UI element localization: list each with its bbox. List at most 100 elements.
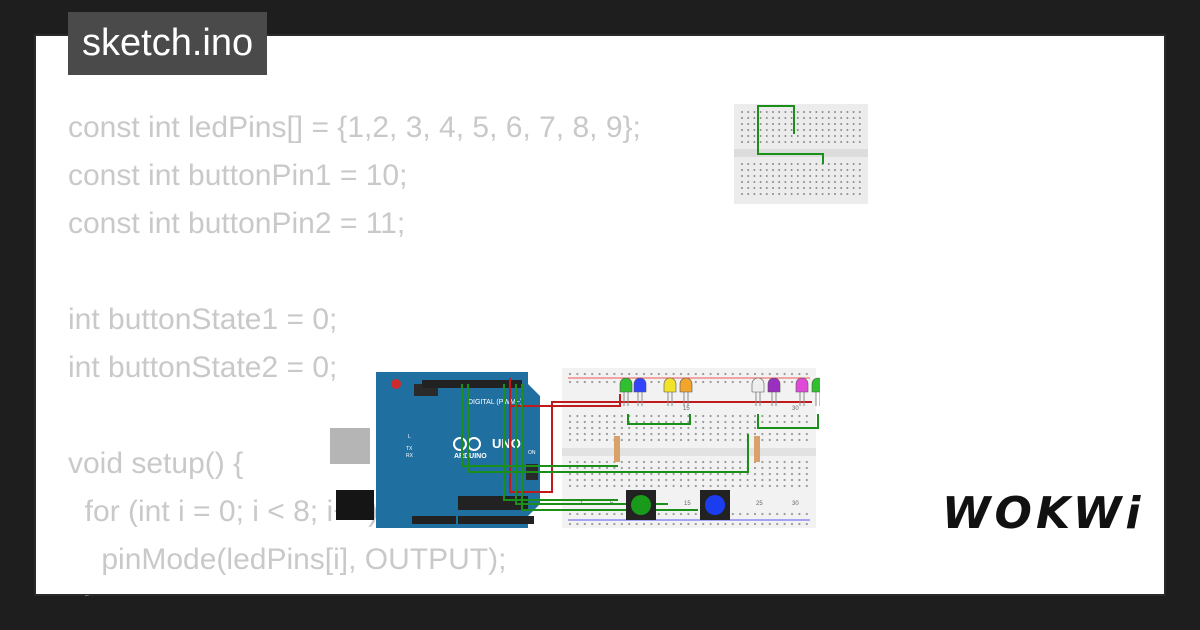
hole bbox=[568, 432, 572, 436]
hole bbox=[687, 472, 690, 476]
led[interactable] bbox=[811, 377, 820, 406]
hole bbox=[731, 512, 734, 516]
hole bbox=[852, 117, 855, 119]
led[interactable] bbox=[679, 377, 693, 406]
hole bbox=[605, 432, 609, 436]
hole bbox=[803, 129, 805, 131]
hole bbox=[834, 123, 836, 125]
breadboard[interactable]: 15 30 1 5 10 15 20 25 30 bbox=[562, 368, 816, 528]
hole bbox=[759, 163, 762, 165]
hole bbox=[739, 414, 742, 418]
hole bbox=[759, 129, 762, 131]
hole bbox=[620, 472, 623, 476]
mini-breadboard[interactable] bbox=[734, 104, 870, 206]
file-title-tab[interactable]: sketch.ino bbox=[68, 12, 268, 75]
hole bbox=[783, 432, 786, 436]
led[interactable] bbox=[663, 377, 677, 406]
hole bbox=[858, 111, 861, 113]
pushbutton-2[interactable] bbox=[700, 490, 730, 520]
hole bbox=[827, 181, 830, 183]
wire-green[interactable] bbox=[627, 414, 691, 425]
hole bbox=[827, 169, 830, 171]
hole bbox=[739, 484, 742, 488]
wire-red[interactable] bbox=[509, 401, 812, 493]
hole bbox=[605, 478, 609, 482]
hole bbox=[679, 460, 683, 464]
wire-red[interactable] bbox=[509, 378, 621, 407]
hole bbox=[809, 181, 812, 183]
hole bbox=[846, 141, 849, 143]
hole bbox=[809, 187, 812, 189]
usb-port[interactable] bbox=[330, 428, 370, 464]
hole bbox=[650, 484, 653, 488]
l-label: L bbox=[408, 434, 411, 440]
hole bbox=[821, 187, 824, 189]
power-header[interactable] bbox=[412, 516, 456, 524]
led[interactable] bbox=[633, 377, 647, 406]
hole bbox=[778, 123, 781, 125]
digital-header[interactable] bbox=[422, 380, 522, 388]
mini-wire[interactable] bbox=[757, 129, 824, 164]
pushbutton-1[interactable] bbox=[626, 490, 656, 520]
hole bbox=[798, 484, 801, 488]
hole bbox=[796, 135, 799, 137]
hole bbox=[805, 472, 808, 476]
hole bbox=[809, 169, 812, 171]
hole bbox=[605, 522, 609, 526]
hole bbox=[776, 466, 779, 470]
hole bbox=[834, 163, 836, 165]
hole bbox=[605, 372, 609, 376]
wire-green[interactable] bbox=[515, 384, 668, 505]
hole bbox=[679, 484, 683, 488]
pushbutton-cap[interactable] bbox=[705, 495, 725, 515]
hole bbox=[815, 187, 818, 189]
wire-green[interactable] bbox=[503, 384, 618, 501]
hole bbox=[768, 522, 771, 526]
hole bbox=[672, 414, 675, 418]
hole bbox=[765, 187, 768, 189]
led[interactable] bbox=[767, 377, 781, 406]
reset-button[interactable] bbox=[391, 379, 401, 389]
resistor[interactable] bbox=[754, 436, 760, 462]
hole bbox=[672, 522, 675, 526]
hole bbox=[809, 111, 812, 113]
mini-wire[interactable] bbox=[757, 105, 795, 134]
wire-green[interactable] bbox=[461, 384, 618, 467]
led[interactable] bbox=[751, 377, 765, 406]
wire-green[interactable] bbox=[757, 414, 819, 429]
hole bbox=[784, 123, 787, 125]
hole bbox=[613, 414, 616, 418]
arduino-uno[interactable]: DIGITAL (PWM~) UNO ARDUINO POWER ANALOG … bbox=[330, 372, 540, 534]
hole bbox=[796, 141, 799, 143]
file-title: sketch.ino bbox=[82, 22, 254, 64]
wire-green[interactable] bbox=[467, 384, 749, 473]
hole bbox=[642, 414, 646, 418]
power-jack[interactable] bbox=[336, 490, 374, 520]
led[interactable] bbox=[619, 377, 633, 406]
analog-header[interactable] bbox=[458, 516, 534, 524]
hole bbox=[753, 135, 756, 137]
hole bbox=[679, 414, 683, 418]
hole bbox=[687, 438, 690, 442]
hole bbox=[759, 181, 762, 183]
hole bbox=[739, 478, 742, 482]
hole bbox=[827, 163, 830, 165]
hole bbox=[827, 111, 830, 113]
col-label: 25 bbox=[756, 501, 763, 507]
hole bbox=[840, 187, 843, 189]
resistor[interactable] bbox=[614, 436, 620, 462]
hole bbox=[576, 380, 579, 384]
hole bbox=[761, 372, 764, 376]
led-body bbox=[679, 377, 693, 393]
led[interactable] bbox=[795, 377, 809, 406]
hole bbox=[790, 478, 794, 482]
hole bbox=[768, 472, 771, 476]
hole bbox=[827, 141, 830, 143]
hole bbox=[724, 432, 727, 436]
hole bbox=[784, 181, 787, 183]
pushbutton-cap[interactable] bbox=[631, 495, 651, 515]
hole bbox=[650, 466, 653, 470]
hole bbox=[815, 135, 818, 137]
hole bbox=[716, 472, 720, 476]
hole bbox=[790, 466, 794, 470]
